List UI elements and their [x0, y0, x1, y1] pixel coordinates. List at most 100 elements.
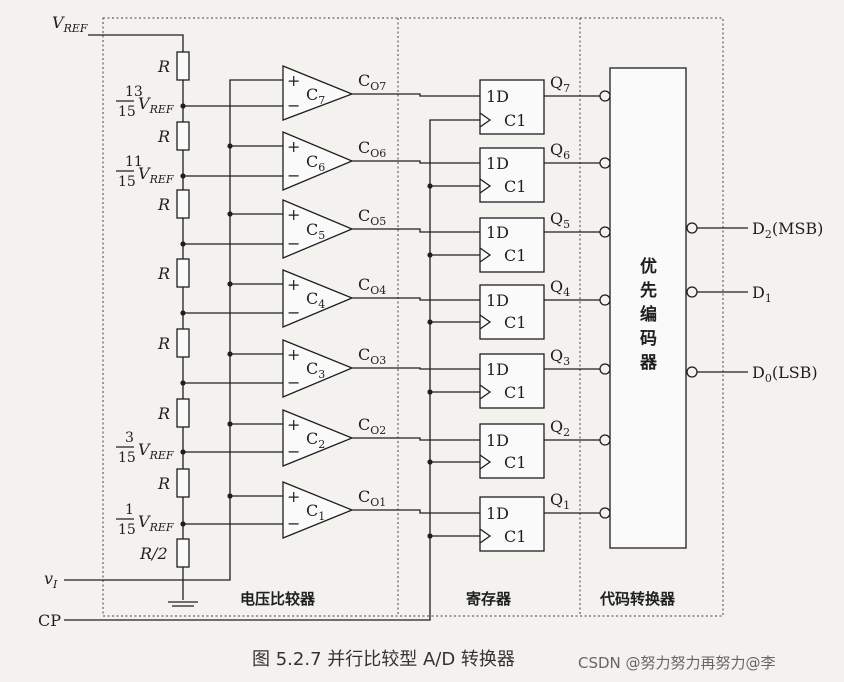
resistor-label: R: [157, 195, 170, 214]
co-label: CO5: [358, 206, 386, 228]
flip-flop-2: 1DC1Q2I2: [427, 417, 629, 479]
section-register: 寄存器: [466, 590, 512, 608]
ff-d-label: 1D: [486, 360, 509, 379]
co-label: CO6: [358, 138, 386, 160]
ff-box: [479, 423, 545, 479]
tap-num: 3: [125, 430, 134, 446]
outer-dashed-frame: [102, 17, 724, 617]
tap-num: 13: [125, 84, 143, 100]
co-label: CO2: [358, 415, 386, 437]
ff-c-label: C1: [504, 527, 526, 546]
resistor-label: R: [157, 404, 170, 423]
tap-num: 11: [125, 154, 143, 170]
comparator-output-wire: [352, 509, 480, 514]
d1-bubble: [686, 286, 698, 298]
clock-triangle: [479, 112, 492, 128]
flip-flop-7: 1DC1Q7I7: [479, 73, 629, 135]
q-label: Q5: [550, 209, 570, 231]
ff-d-label: 1D: [486, 87, 509, 106]
plus-sign: +: [287, 275, 300, 294]
ff-box: [479, 284, 545, 340]
resistor-label: R/2: [139, 544, 168, 563]
section-comparator: 电压比较器: [240, 590, 316, 608]
vi-label: vI: [44, 569, 58, 591]
minus-sign: −: [287, 373, 300, 392]
resistor-label: R: [157, 474, 170, 493]
encoder-char: 编: [640, 304, 657, 325]
flip-flop-6: 1DC1Q6I6: [427, 140, 629, 203]
co-label: CO3: [358, 345, 386, 367]
comparators: +−C7CO7+−C6CO6+−C5CO5+−C4CO4+−C3CO3+−C2C…: [227, 65, 480, 539]
watermark: CSDN @努力努力再努力@李: [578, 654, 776, 672]
priority-encoder: [609, 67, 687, 549]
comparator-output-wire: [352, 367, 480, 370]
ff-box: [479, 79, 545, 135]
d0-bubble: [686, 366, 698, 378]
input-bubble: [599, 363, 611, 375]
flip-flop-5: 1DC1Q5I5: [427, 209, 629, 273]
q-label: Q1: [550, 490, 570, 512]
tap-vref: VREF: [138, 164, 174, 186]
q-label: Q6: [550, 140, 570, 162]
resistor-label: R: [157, 57, 170, 76]
co-label: CO1: [358, 487, 386, 509]
plus-sign: +: [287, 205, 300, 224]
tap-vref: VREF: [138, 512, 174, 534]
encoder-char: 先: [640, 280, 657, 301]
tap-num: 1: [125, 502, 134, 518]
ff-d-label: 1D: [486, 431, 509, 450]
outputs: D2(MSB) D1 D0(LSB): [686, 219, 823, 385]
comparator-output-wire: [352, 160, 480, 164]
flip-flop-1: 1DC1Q1I1: [427, 490, 629, 552]
q-label: Q7: [550, 73, 570, 95]
cp-bus: [64, 119, 480, 621]
ff-d-label: 1D: [486, 291, 509, 310]
minus-sign: −: [287, 442, 300, 461]
resistor: [176, 51, 190, 81]
ff-box: [479, 217, 545, 273]
op-amp-triangle: [282, 65, 354, 121]
clock-triangle: [479, 178, 492, 194]
minus-sign: −: [287, 303, 300, 322]
clock-triangle: [479, 384, 492, 400]
q-label: Q3: [550, 346, 570, 368]
clock-triangle: [479, 454, 492, 470]
ff-d-label: 1D: [486, 504, 509, 523]
plus-sign: +: [287, 137, 300, 156]
cp-label: CP: [38, 611, 61, 630]
d1-label: D1: [752, 283, 772, 305]
q-label: Q2: [550, 417, 570, 439]
input-bubble: [599, 434, 611, 446]
ff-c-label: C1: [504, 383, 526, 402]
comparator-output-wire: [352, 437, 480, 441]
ff-d-label: 1D: [486, 154, 509, 173]
ff-box: [479, 353, 545, 409]
tap-den: 15: [118, 450, 136, 466]
d2-label: D2(MSB): [752, 219, 823, 241]
clock-triangle: [479, 247, 492, 263]
encoder-char: 优: [640, 256, 657, 277]
tap-den: 15: [118, 174, 136, 190]
encoder-char: 码: [640, 329, 657, 349]
resistor: [176, 121, 190, 151]
plus-sign: +: [287, 71, 300, 90]
op-amp-triangle: [282, 131, 354, 191]
d0-label: D0(LSB): [752, 363, 818, 385]
ff-c-label: C1: [504, 177, 526, 196]
plus-sign: +: [287, 345, 300, 364]
ff-c-label: C1: [504, 246, 526, 265]
minus-sign: −: [287, 234, 300, 253]
resistor-label: R: [157, 264, 170, 283]
vi-bus: [64, 79, 283, 581]
